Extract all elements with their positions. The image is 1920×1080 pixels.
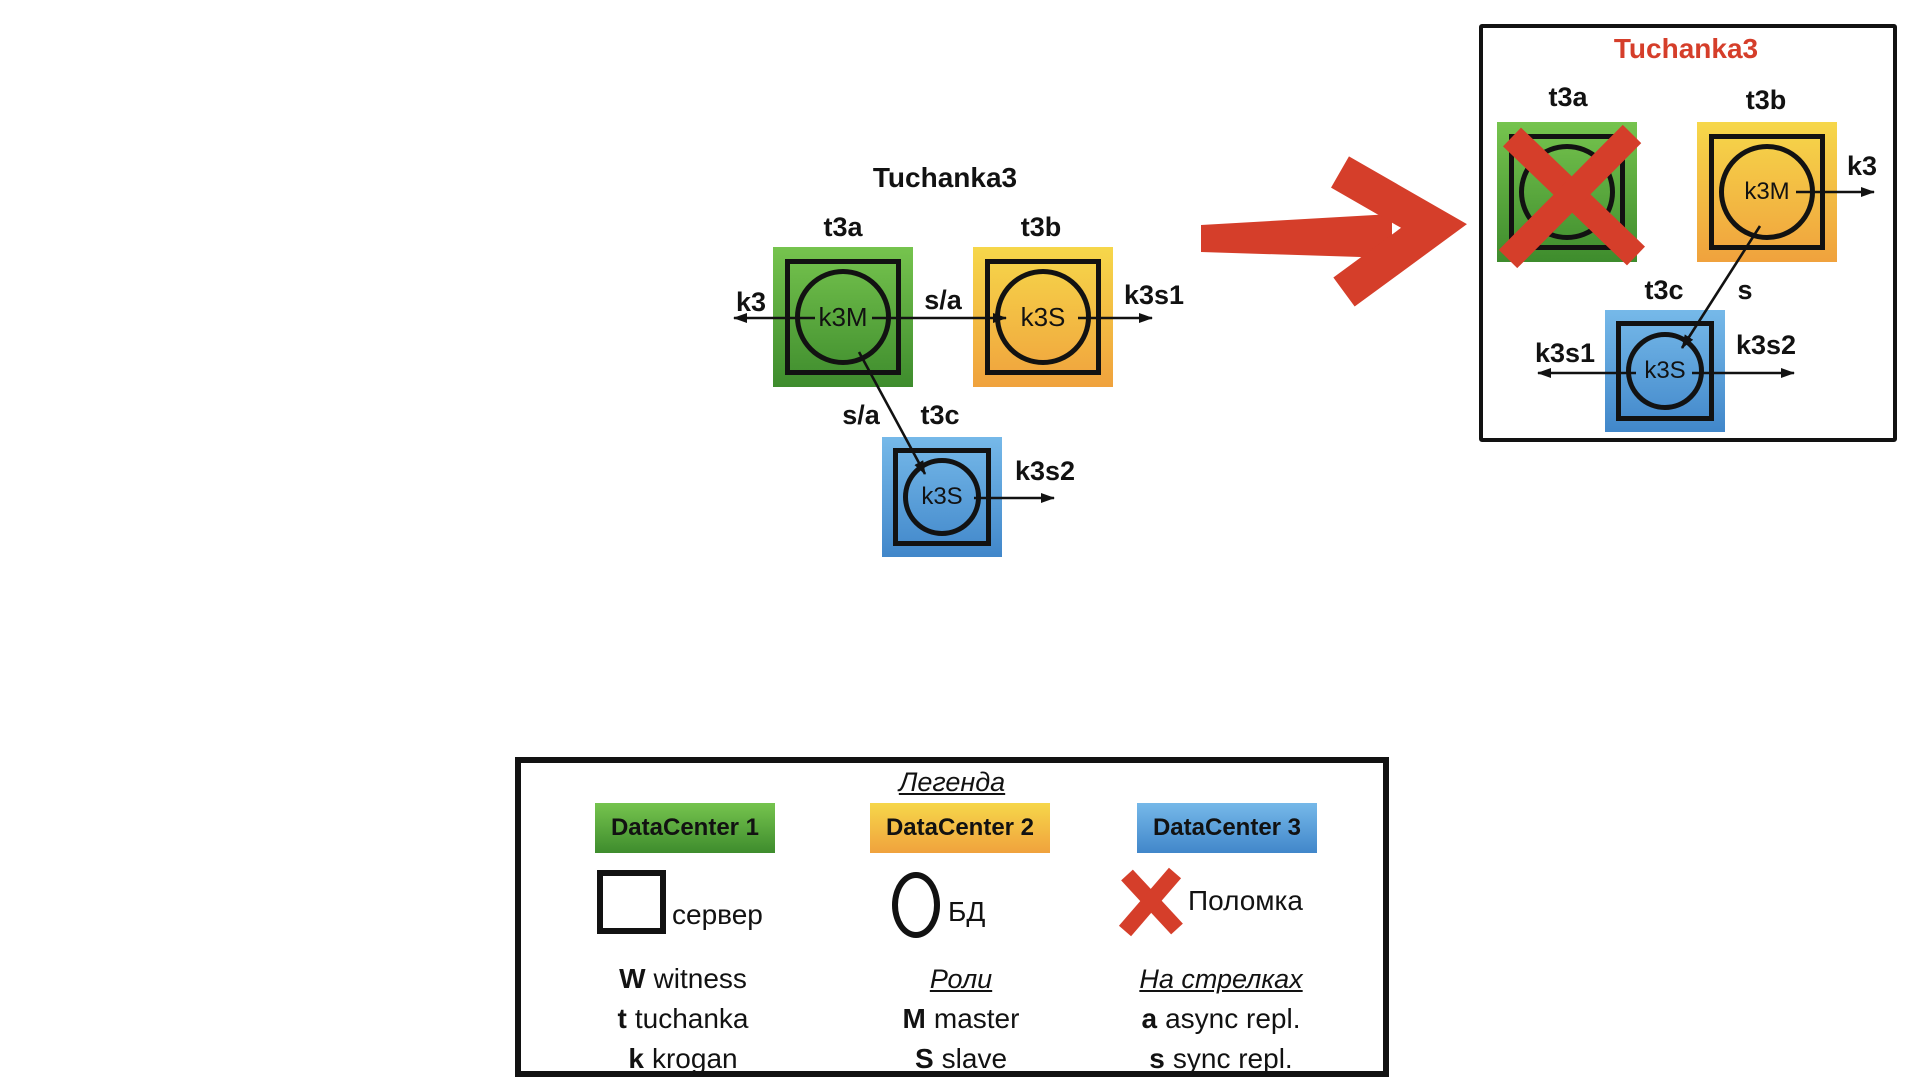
db-instance-label: k3M — [1744, 178, 1790, 205]
server-square-icon: k3S — [893, 448, 991, 546]
legend-datacenter2-badge: DataCenter 2 — [870, 803, 1050, 853]
key-meaning: master — [933, 1003, 1020, 1034]
server-square-icon: k3S — [1616, 321, 1714, 421]
left-node-t3b-label: t3b — [1020, 212, 1062, 242]
key-letter: M — [902, 1003, 926, 1034]
right-node-t3b: k3M — [1697, 122, 1837, 262]
legend-title: Легенда — [898, 767, 1006, 797]
db-circle-icon: k3S — [903, 458, 981, 536]
key-letter: S — [914, 1043, 934, 1074]
db-circle-icon: k3S — [995, 269, 1091, 365]
left-arrow-k3s1-label: k3s1 — [1123, 280, 1185, 310]
server-square-icon: k3M — [785, 259, 901, 375]
key-meaning: slave — [941, 1043, 1008, 1074]
db-instance-label: k3M — [818, 301, 868, 332]
right-node-t3b-label: t3b — [1745, 85, 1787, 115]
failover-state-frame — [1479, 24, 1897, 442]
left-arrow-k3-label: k3 — [735, 287, 767, 317]
right-node-t3a-label: t3a — [1548, 82, 1588, 112]
key-letter: a — [1141, 1003, 1158, 1034]
right-node-t3a-failed — [1497, 122, 1637, 262]
left-arrow-sa-diag-label: s/a — [842, 400, 880, 430]
left-arrow-sa-label: s/a — [924, 285, 962, 315]
server-square-icon: k3S — [985, 259, 1101, 375]
legend-arrows-title: На стрелках — [1139, 964, 1303, 994]
db-circle-icon: k3M — [1719, 144, 1815, 240]
server-square-icon: k3M — [1709, 134, 1825, 250]
legend-datacenter1-badge: DataCenter 1 — [595, 803, 775, 853]
left-node-t3c: k3S — [882, 437, 1002, 557]
key-meaning: witness — [653, 963, 747, 994]
left-node-t3c-label: t3c — [920, 400, 960, 430]
right-arrow-k3s2-label: k3s2 — [1735, 330, 1797, 360]
key-meaning: krogan — [651, 1043, 738, 1074]
key-letter: k — [628, 1043, 644, 1074]
legend-box: Легенда DataCenter 1 DataCenter 2 DataCe… — [515, 757, 1389, 1077]
big-red-arrow-icon — [1201, 156, 1467, 307]
right-node-t3c-label: t3c — [1644, 275, 1684, 305]
left-node-t3a: k3M — [773, 247, 913, 387]
key-letter: s — [1149, 1043, 1165, 1074]
legend-datacenter3-badge: DataCenter 3 — [1137, 803, 1317, 853]
legend-failure-label: Поломка — [1188, 885, 1303, 916]
server-square-icon — [1509, 134, 1625, 250]
db-circle-icon: k3M — [795, 269, 891, 365]
left-cluster-title: Tuchanka3 — [872, 162, 1018, 193]
left-node-t3b: k3S — [973, 247, 1113, 387]
db-instance-label: k3S — [921, 483, 963, 510]
server-square-icon — [597, 870, 666, 934]
key-letter: t — [617, 1003, 627, 1034]
db-instance-label: k3S — [1020, 301, 1066, 332]
left-node-t3a-label: t3a — [823, 212, 863, 242]
right-cluster-title: Tuchanka3 — [1613, 33, 1759, 64]
key-meaning: sync repl. — [1172, 1043, 1293, 1074]
db-circle-icon: k3S — [1626, 332, 1704, 410]
right-node-t3c: k3S — [1605, 310, 1725, 432]
legend-server-label: сервер — [672, 899, 763, 930]
db-circle-icon — [1519, 144, 1615, 240]
left-arrow-k3s2-label: k3s2 — [1014, 456, 1076, 486]
right-arrow-s-label: s — [1737, 275, 1753, 305]
right-arrow-k3s1-label: k3s1 — [1534, 338, 1596, 368]
right-arrow-k3-label: k3 — [1846, 151, 1878, 181]
db-circle-icon — [892, 872, 940, 938]
db-instance-label: k3S — [1644, 357, 1686, 384]
legend-db-label: БД — [948, 896, 986, 927]
key-meaning: tuchanka — [634, 1003, 749, 1034]
key-letter: W — [619, 963, 646, 994]
legend-roles-title: Роли — [929, 964, 993, 994]
key-meaning: async repl. — [1165, 1003, 1301, 1034]
